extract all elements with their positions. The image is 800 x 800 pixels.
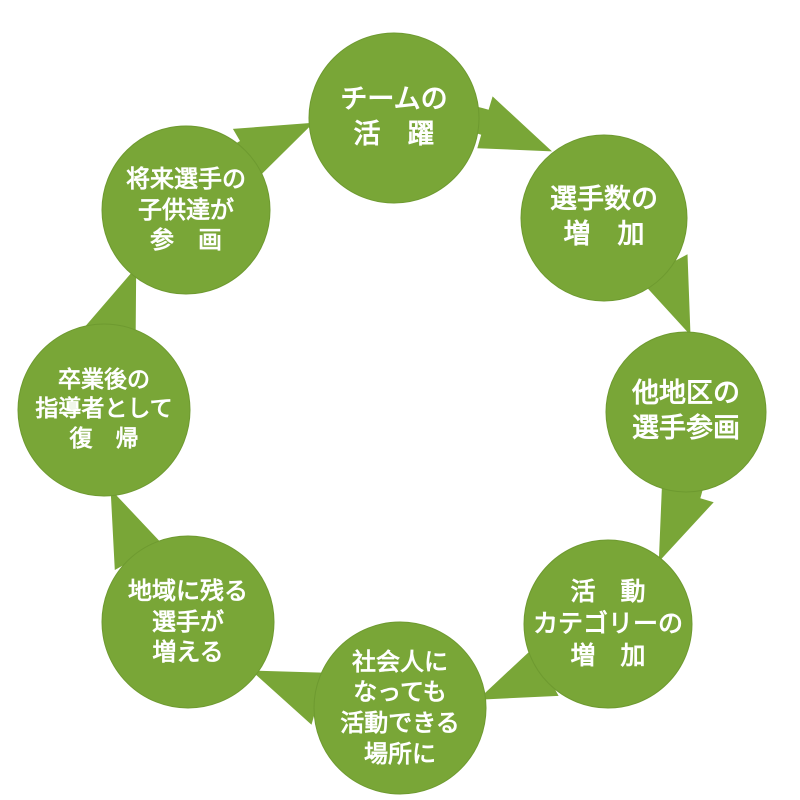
- cycle-nodes: [17, 32, 767, 795]
- cycle-node-circle-graduates-return-as-coaches: [17, 323, 191, 497]
- cycle-node-circle-place-for-working-adults: [313, 621, 487, 795]
- cycle-node-circle-players-stay-in-region: [101, 535, 275, 709]
- cycle-node-circle-player-count-increase: [520, 134, 688, 302]
- cycle-node-circle-other-region-players: [605, 331, 767, 493]
- cycle-node-circle-future-players-join: [101, 125, 271, 295]
- cycle-node-circle-activity-category-increase: [523, 539, 693, 709]
- cycle-node-circle-team-success: [308, 32, 480, 204]
